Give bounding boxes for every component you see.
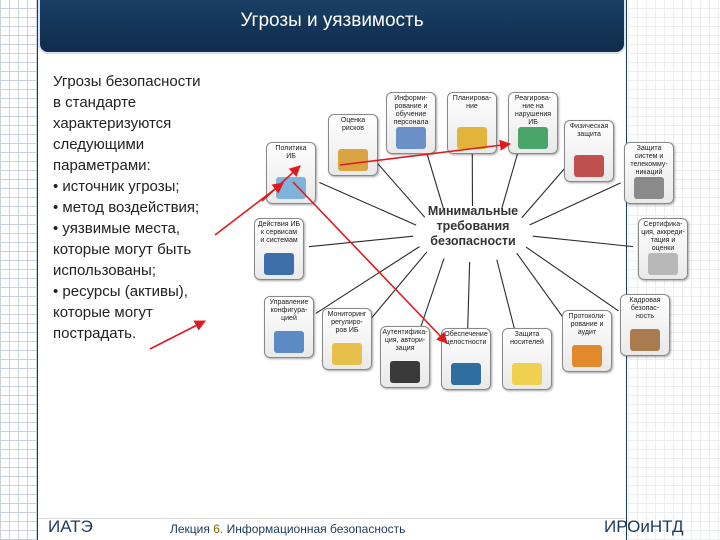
- node-picture: [338, 149, 368, 171]
- node-audit: Протоколи- рование и аудит: [562, 310, 612, 372]
- node-picture: [630, 329, 660, 351]
- node-picture: [512, 363, 542, 385]
- diagram-spoke: [525, 246, 619, 312]
- diagram-spoke: [319, 182, 417, 226]
- node-picture: [518, 127, 548, 149]
- slide-title: Угрозы и уязвимость: [38, 0, 626, 54]
- footer-lecture-title: Информационная безопасность: [226, 522, 406, 536]
- diagram-spoke: [516, 252, 566, 321]
- node-physical-protection: Физическая защита: [564, 120, 614, 182]
- node-picture: [648, 253, 678, 275]
- diagram-spoke: [532, 235, 634, 248]
- diagram-spoke: [501, 149, 520, 210]
- diagram-center-label: Минимальные требования безопасности: [408, 204, 538, 264]
- footer-divider: [38, 518, 626, 519]
- node-security-policy: Политика ИБ: [266, 142, 316, 204]
- node-picture: [396, 127, 426, 149]
- diagram-center-text: Минимальные требования безопасности: [427, 204, 519, 248]
- footer-lecture-number: 6.: [213, 522, 224, 536]
- node-picture: [390, 361, 420, 383]
- security-requirements-diagram: Минимальные требования безопасности Инфо…: [250, 86, 700, 391]
- node-label: Реагирова- ние на нарушения ИБ: [514, 95, 552, 126]
- node-picture: [276, 177, 306, 199]
- node-label: Протоколи- рование и аудит: [568, 313, 606, 336]
- diagram-spoke: [425, 149, 445, 210]
- node-picture: [634, 177, 664, 199]
- node-picture: [451, 363, 481, 385]
- node-monitoring: Мониторинг регулиро- ров ИБ: [322, 308, 372, 370]
- node-label: Аутентифика- ция, автори- зация: [382, 329, 428, 352]
- diagram-spoke: [529, 182, 621, 226]
- footer-institution: ИАТЭ: [48, 517, 93, 536]
- node-label: Политика ИБ: [275, 145, 307, 160]
- node-picture: [574, 155, 604, 177]
- node-picture: [457, 127, 487, 149]
- diagram-spoke: [308, 235, 414, 248]
- node-label: Кадровая безопас- ность: [629, 297, 661, 320]
- footer-department: ИРОиНТД: [604, 517, 684, 536]
- diagram-spoke: [467, 261, 471, 330]
- node-label: Планирова- ние: [452, 95, 492, 110]
- node-media-protection: Защита носителей: [502, 328, 552, 390]
- node-picture: [274, 331, 304, 353]
- node-label: Управление конфигура- цией: [269, 299, 309, 322]
- node-label: Защита носителей: [510, 331, 544, 346]
- node-label: Информи- рование и обучение персонала: [393, 95, 429, 126]
- node-label: Физическая защита: [569, 123, 609, 138]
- diagram-spoke: [496, 259, 516, 332]
- node-label: Мониторинг регулиро- ров ИБ: [327, 311, 367, 334]
- node-picture: [572, 345, 602, 367]
- node-incident-response: Реагирова- ние на нарушения ИБ: [508, 92, 558, 154]
- node-risk-assessment: Оценка рисков: [328, 114, 378, 176]
- footer-lecture: Лекция 6. Информационная безопасность: [170, 522, 405, 536]
- node-authentication: Аутентифика- ция, автори- зация: [380, 326, 430, 388]
- node-service-actions: Действия ИБ к сервисам и системам: [254, 218, 304, 280]
- node-certification: Сертифика- ция, аккреди- тация и оценки …: [638, 218, 688, 280]
- node-planning: Планирова- ние: [447, 92, 497, 154]
- diagram-spoke: [521, 168, 566, 219]
- node-picture: [264, 253, 294, 275]
- node-awareness: Информи- рование и обучение персонала: [386, 92, 436, 154]
- node-personnel-security: Кадровая безопас- ность: [620, 294, 670, 356]
- node-label: Обеспечение целостности: [444, 331, 488, 346]
- node-system-protection: Защита систем и телекомму- никаций: [624, 142, 674, 204]
- node-configuration: Управление конфигура- цией: [264, 296, 314, 358]
- node-label: Оценка рисков: [340, 117, 366, 132]
- diagram-spoke: [418, 258, 445, 331]
- node-label: Действия ИБ к сервисам и системам: [257, 221, 301, 244]
- background-grid-left: [0, 0, 38, 540]
- footer-lecture-prefix: Лекция: [170, 522, 210, 536]
- node-picture: [332, 343, 362, 365]
- node-label: Защита систем и телекомму- никаций: [630, 145, 668, 176]
- slide-body-text: Угрозы безопасности в стандарте характер…: [53, 73, 201, 342]
- node-integrity: Обеспечение целостности: [441, 328, 491, 390]
